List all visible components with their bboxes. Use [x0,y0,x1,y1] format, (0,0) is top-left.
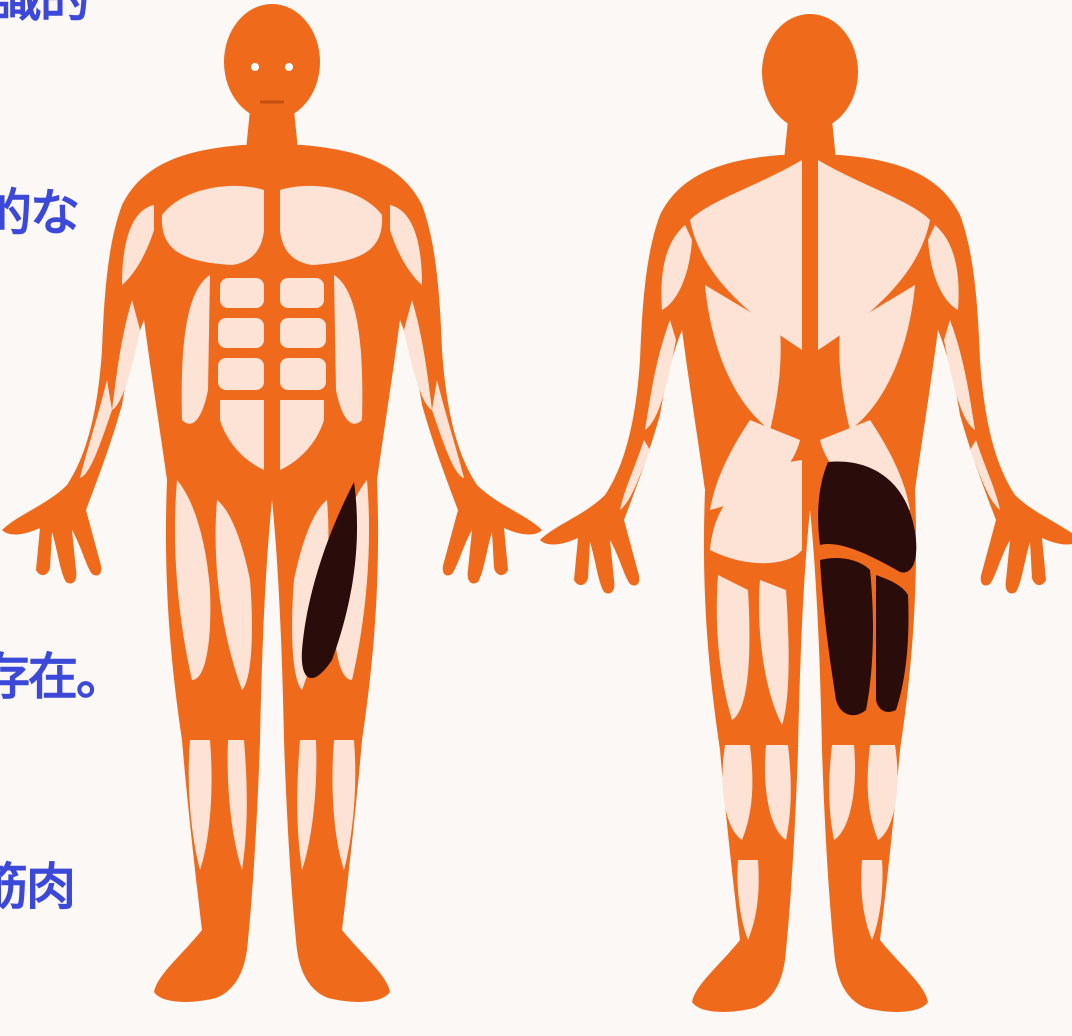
front-figure [2,4,542,1002]
highlighted-muscle-back [818,462,916,716]
back-figure [540,14,1072,1012]
